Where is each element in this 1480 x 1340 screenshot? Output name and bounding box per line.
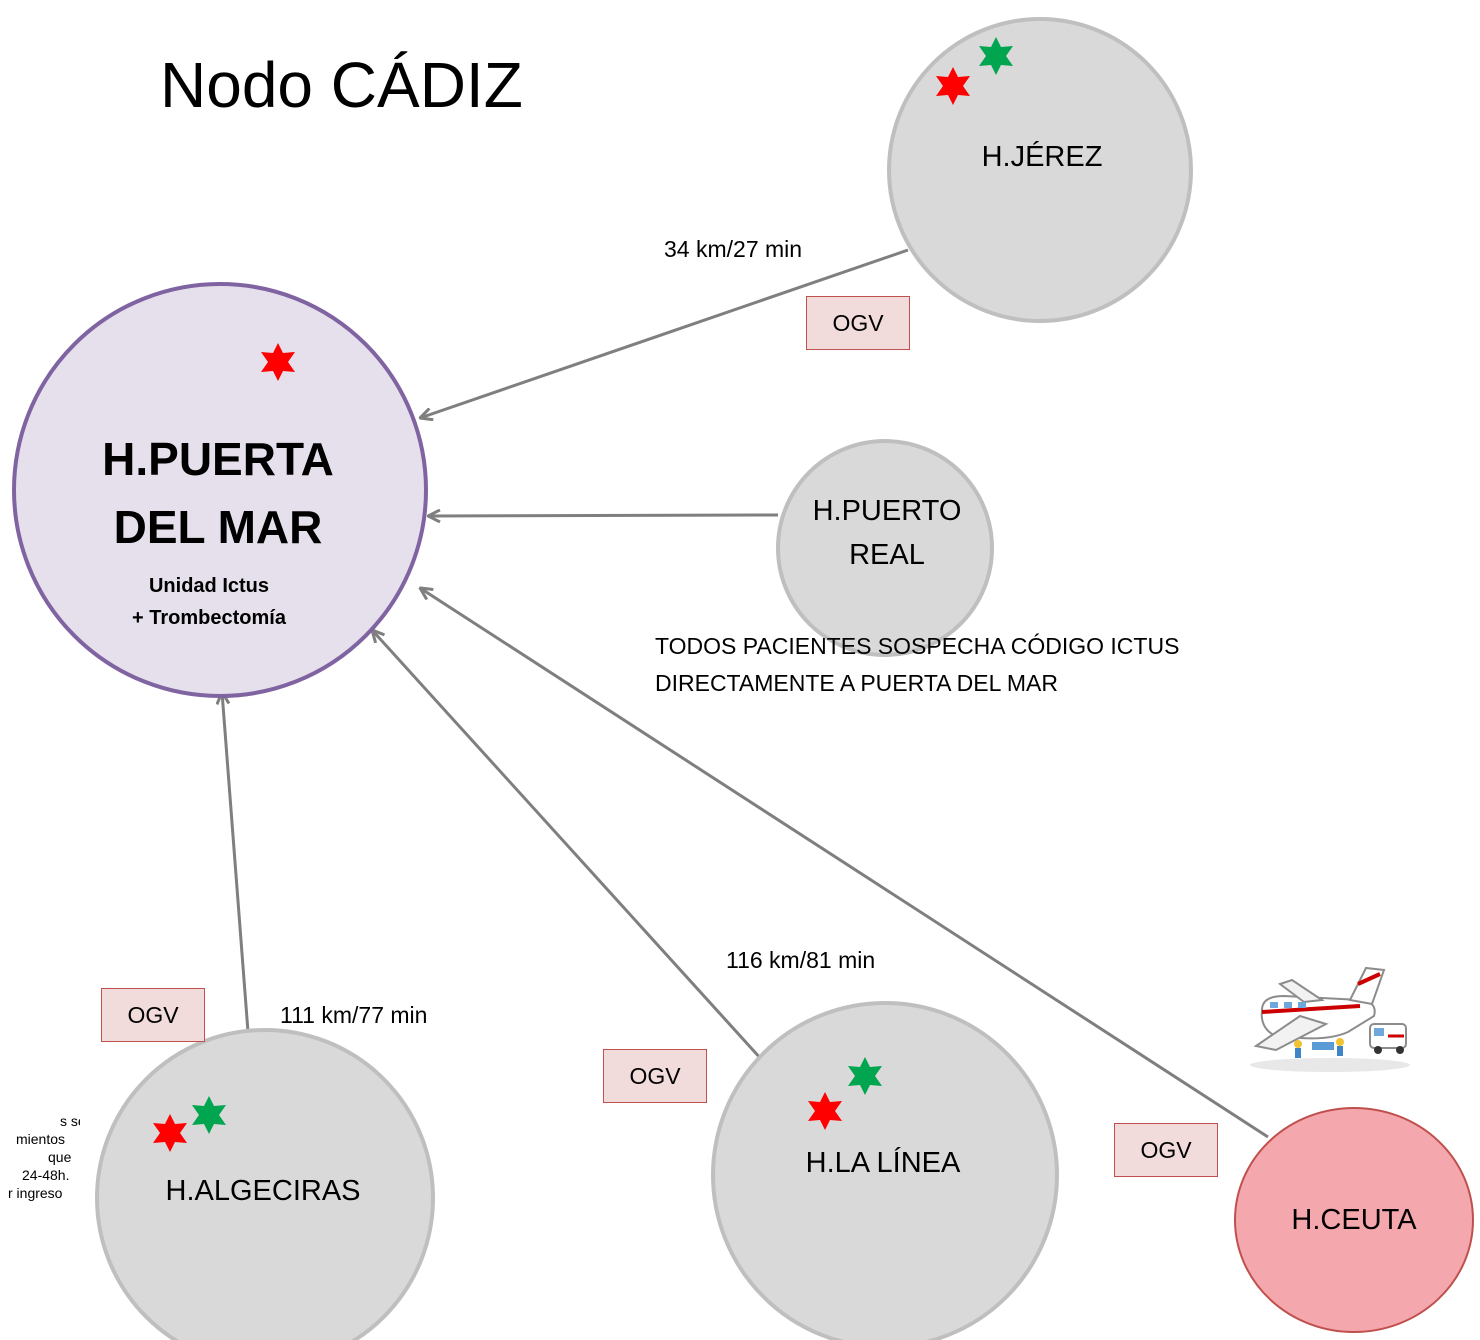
red-star-icon — [261, 343, 295, 381]
red-star-icon — [153, 1114, 187, 1152]
routing-note: TODOS PACIENTES SOSPECHA CÓDIGO ICTUS DI… — [655, 628, 1179, 702]
distance-label-jerez: 34 km/27 min — [664, 236, 803, 262]
arrow-jerez-to-hub — [420, 248, 909, 418]
node-algeciras: H.ALGECIRAS — [95, 1028, 435, 1340]
hub-subtitle-line2: + Trombectomía — [132, 607, 287, 629]
arrow-puerto-real-to-hub — [428, 515, 779, 516]
arrow-algeciras-to-hub — [222, 692, 252, 1059]
la-linea-circle — [711, 1001, 1059, 1340]
ceuta-ellipse — [1234, 1107, 1474, 1333]
connectors — [222, 248, 1269, 1139]
green-star-icon — [979, 37, 1013, 75]
clipped-note-line1: s se — [60, 1113, 80, 1129]
arrow-la-linea-to-hub — [372, 630, 764, 1062]
node-puerto-real: H.PUERTO REAL — [776, 439, 994, 657]
la-linea-label: H.LA LÍNEA — [806, 1146, 961, 1179]
hub-name-line2: DEL MAR — [114, 501, 323, 553]
clipped-note-line5: r ingreso — [8, 1185, 63, 1201]
hub-node-puerta-del-mar: H.PUERTA DEL MAR Unidad Ictus + Trombect… — [12, 282, 428, 698]
hub-circle — [12, 282, 428, 698]
algeciras-label: H.ALGECIRAS — [166, 1175, 361, 1207]
hub-name-line1: H.PUERTA — [102, 433, 334, 485]
red-star-icon — [936, 67, 970, 105]
routing-note-line1: TODOS PACIENTES SOSPECHA CÓDIGO ICTUS — [655, 633, 1180, 659]
clipped-note-line4: 24-48h. — [22, 1167, 70, 1183]
clipped-note-line3: que — [48, 1149, 72, 1165]
ceuta-label: H.CEUTA — [1291, 1204, 1417, 1236]
arrow-ceuta-to-hub — [420, 588, 1269, 1139]
node-jerez: H.JÉREZ — [887, 17, 1193, 323]
ogv-badge-la-linea: OGV — [603, 1049, 707, 1103]
green-star-icon — [848, 1057, 882, 1095]
clipped-side-note: s se mientos que 24-48h. r ingreso — [0, 1112, 80, 1202]
node-ceuta: H.CEUTA — [1234, 1107, 1474, 1333]
hub-subtitle-line1: Unidad Ictus — [149, 575, 269, 597]
ogv-badge-ceuta: OGV — [1114, 1123, 1218, 1177]
clipped-note-line2: mientos — [16, 1131, 66, 1147]
distance-label-algeciras: 111 km/77 min — [280, 1002, 428, 1028]
algeciras-circle — [95, 1028, 435, 1340]
green-star-icon — [192, 1096, 226, 1134]
jerez-label: H.JÉREZ — [982, 140, 1103, 173]
puerto-real-circle — [776, 439, 994, 657]
page-title: Nodo CÁDIZ — [160, 49, 523, 121]
node-la-linea: H.LA LÍNEA — [711, 1001, 1059, 1340]
routing-note-line2: DIRECTAMENTE A PUERTA DEL MAR — [655, 670, 1059, 696]
ogv-badge-algeciras: OGV — [101, 988, 205, 1042]
red-star-icon — [808, 1092, 842, 1130]
airplane-ambulance-icon — [1250, 966, 1410, 1072]
distance-label-la-linea: 116 km/81 min — [726, 947, 876, 973]
ogv-badge-jerez: OGV — [806, 296, 910, 350]
puerto-real-label-line1: H.PUERTO — [813, 495, 962, 527]
puerto-real-label-line2: REAL — [849, 539, 925, 571]
